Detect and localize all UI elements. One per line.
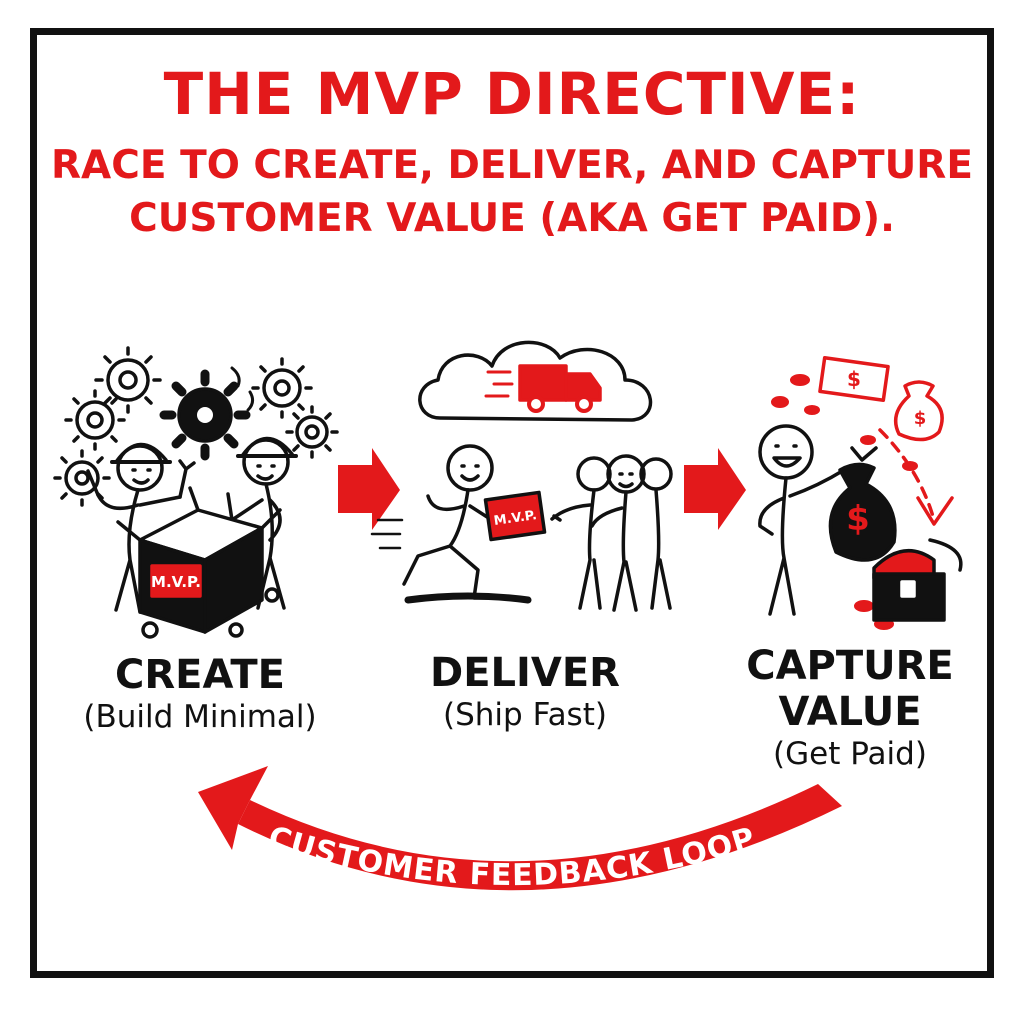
stage-capture-subtitle: (Get Paid) [773,736,927,772]
falling-money-arrow-icon [878,428,954,526]
mvp-box-label: M.V.P. [151,573,201,591]
treasure-chest-icon [872,538,963,622]
diagram-subtitle-line-1: RACE TO CREATE, DELIVER, AND CAPTURE [51,143,973,188]
money-bag-icon: $ [828,446,897,562]
dollar-sign-label: $ [847,367,861,391]
stage-capture-label: CAPTURE VALUE (Get Paid) [720,643,980,773]
runner-figure [370,444,532,604]
stage-create-label: CREATE (Build Minimal) [60,652,340,736]
mvp-parcel-label: M.V.P. [493,508,538,529]
feedback-loop-label: CUSTOMER FEEDBACK LOOP [264,820,759,894]
diagram-title: THE MVP DIRECTIVE: [163,60,861,128]
dollar-sign-label: $ [846,499,870,539]
stage-deliver-label: DELIVER (Ship Fast) [395,650,655,734]
stage-capture-title-line-1: CAPTURE [746,643,954,689]
worker-figure [86,442,196,614]
customer-group [550,454,673,612]
mvp-box: M.V.P. [116,486,282,634]
arrow-right-icon [684,448,746,530]
capture-stage-illustration: $ $ $ [758,355,963,630]
stage-deliver-subtitle: (Ship Fast) [443,697,607,733]
arrow-right-icon [338,448,400,530]
cash-bill-icon: $ [818,355,890,403]
diagram-subtitle-line-2: CUSTOMER VALUE (aka GET PAID). [129,196,895,241]
gear-icon [285,405,339,459]
mvp-parcel: M.V.P. [483,490,547,542]
stage-create-title: CREATE [115,652,285,698]
coin-icon [771,374,918,630]
dollar-sign-label: $ [914,408,927,429]
cloud-icon [418,340,653,422]
stage-deliver-title: DELIVER [430,650,620,696]
create-stage-illustration: M.V.P. [53,346,339,639]
stage-capture-title-line-2: VALUE [778,689,922,735]
deliver-stage-illustration: M.V.P. [370,340,673,612]
stage-create-subtitle: (Build Minimal) [83,699,317,735]
gear-icon [94,346,162,414]
customer-feedback-loop-arrow: CUSTOMER FEEDBACK LOOP [198,766,842,893]
worker-figure [226,436,298,610]
delivery-truck-icon [484,364,602,413]
svg-text:CUSTOMER FEEDBACK LOOP: CUSTOMER FEEDBACK LOOP [264,820,760,894]
gear-icon [251,357,313,419]
happy-person-figure [758,424,846,616]
gear-icon [141,587,280,639]
money-bag-icon: $ [893,380,944,442]
gear-icon [64,389,126,451]
gear-icon [159,369,251,461]
